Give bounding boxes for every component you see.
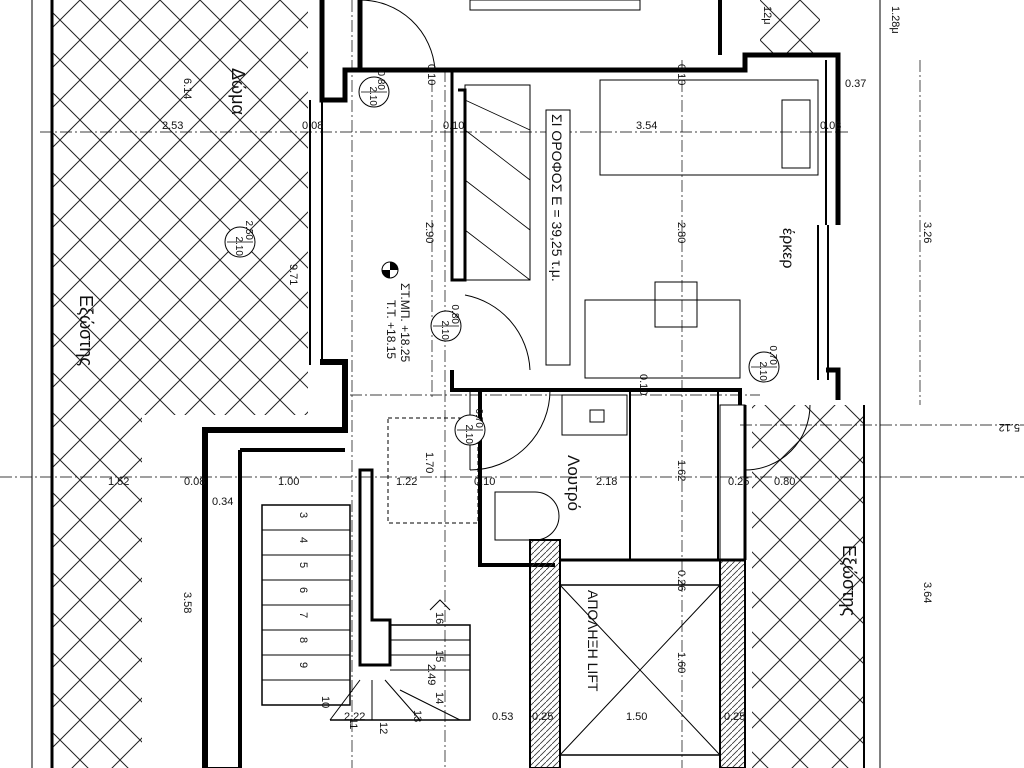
door-tag-3-height: 2.10 (439, 321, 450, 341)
dim-3-64: 3.64 (921, 582, 933, 603)
door-tag-5-width: 0.70 (767, 346, 778, 366)
area-label: ΣΙ ΟΡΟΦΟΣ Ε = 39,25 τ.μ. (549, 114, 565, 282)
door-tag-4: 0.70 2.10 (454, 409, 486, 446)
dim-0-10e: 0.10 (637, 374, 649, 395)
roof-label: Δώμα (228, 68, 248, 115)
exterior-left-label: Εξώστης (76, 295, 96, 366)
dim-0-08c: 0.08 (184, 476, 205, 488)
dim-1-28: 1.28μ (889, 6, 901, 34)
dim-2-22: 2.22 (344, 711, 365, 723)
dim-0-25b: 0.25 (532, 711, 553, 723)
structural-level: ΣΤ.ΜΠ. +18.25 (398, 283, 412, 362)
dim-1-52: 1.52 (108, 476, 129, 488)
bathroom-label: Λουτρό (564, 455, 583, 511)
area-box: ΣΙ ΟΡΟΦΟΣ Ε = 39,25 τ.μ. (545, 109, 571, 366)
dim-0-08a: 0.08 (302, 120, 323, 132)
dim-0-10d: 0.10 (675, 64, 687, 85)
stair-number: 16 (433, 612, 445, 624)
dim-1-50: 1.50 (626, 711, 647, 723)
stair-number: 13 (411, 710, 423, 722)
stair-number: 5 (297, 562, 309, 568)
stair-number: 3 (297, 512, 309, 518)
door-tag-1-height: 2.10 (367, 87, 378, 107)
dim-0-34: 0.34 (212, 496, 233, 508)
dim-1-62: 1.62 (675, 460, 687, 481)
stair-number: 11 (347, 718, 359, 729)
dim-3-58: 3.58 (181, 592, 193, 613)
dim-1-22: 1.22 (396, 476, 417, 488)
stair-number: 14 (433, 692, 445, 704)
dim-0-25c: 0.25 (724, 711, 745, 723)
stair-number: 9 (297, 662, 309, 668)
dimension-labels: 0.37 2.53 0.08 0.10 3.54 0.08 1.52 0.08 … (108, 78, 866, 723)
stair-number: 7 (297, 612, 309, 618)
dim-3-54: 3.54 (636, 120, 657, 132)
stair-number: 4 (297, 537, 309, 543)
door-tag-4-width: 0.70 (473, 409, 484, 429)
dim-2-18: 2.18 (596, 476, 617, 488)
dim-0-53: 0.53 (492, 711, 513, 723)
door-tag-3-width: 0.80 (449, 305, 460, 325)
door-tag-1: 0.80 2.10 (358, 71, 390, 108)
dim-0-10c: 0.10 (425, 64, 437, 85)
dim-0-10b: 0.10 (474, 476, 495, 488)
dim-0-10a: 0.10 (443, 120, 464, 132)
level-marker-icon (381, 261, 399, 279)
door-tag-5: 0.70 2.10 (748, 346, 780, 383)
door-tag-2: 2.50 2.10 (224, 221, 256, 258)
lift-label: ΑΠΟΛΗΞΗ LIFT (585, 590, 601, 692)
stair-number: 8 (297, 637, 309, 643)
stair-number: 10 (319, 696, 331, 708)
dim-0-08b: 0.08 (820, 120, 841, 132)
finished-level: Τ.Τ. +18.15 (384, 300, 398, 359)
stair-number: 12 (377, 722, 389, 734)
dimension-labels-vertical: 1.28μ 12μ 6.14 2.90 2.80 3.26 9.71 0.10 … (181, 6, 1020, 685)
exterior-right-label: Εξώστης (839, 545, 859, 616)
dim-2-80: 2.80 (675, 222, 687, 243)
dim-1-70: 1.70 (423, 452, 435, 473)
dim-12: 12μ (761, 6, 773, 25)
dim-0-37: 0.37 (845, 78, 866, 90)
dim-0-25a: 0.25 (728, 476, 749, 488)
stair-number: 6 (297, 587, 309, 593)
door-tag-2-height: 2.10 (233, 237, 244, 257)
dim-0-26: 0.26 (675, 570, 687, 591)
dim-1-60: 1.60 (675, 652, 687, 673)
staircase (261, 504, 471, 721)
dim-2-53: 2.53 (162, 120, 183, 132)
bay-label: έρκερ (779, 228, 796, 268)
door-tag-1-width: 0.80 (375, 71, 386, 91)
door-tag-3: 0.80 2.10 (430, 305, 462, 342)
terrace-left (31, 0, 308, 768)
dim-3-26: 3.26 (921, 222, 933, 243)
dim-6-14: 6.14 (181, 78, 193, 99)
dim-0-80: 0.80 (774, 476, 795, 488)
stair-numbers: 3 4 5 6 7 8 9 10 11 12 13 14 15 16 (297, 512, 445, 734)
stair-number: 15 (433, 650, 445, 662)
terrace-right (752, 0, 881, 768)
dim-5-12: 5.12 (999, 421, 1020, 433)
door-tag-4-height: 2.10 (463, 425, 474, 445)
door-tag-5-height: 2.10 (757, 362, 768, 382)
dim-9-71: 9.71 (287, 264, 299, 285)
door-tag-2-width: 2.50 (243, 221, 254, 241)
dim-1-00: 1.00 (278, 476, 299, 488)
dim-2-90: 2.90 (423, 222, 435, 243)
lift-shaft (529, 539, 746, 768)
dim-2-49: 2.49 (425, 664, 437, 685)
